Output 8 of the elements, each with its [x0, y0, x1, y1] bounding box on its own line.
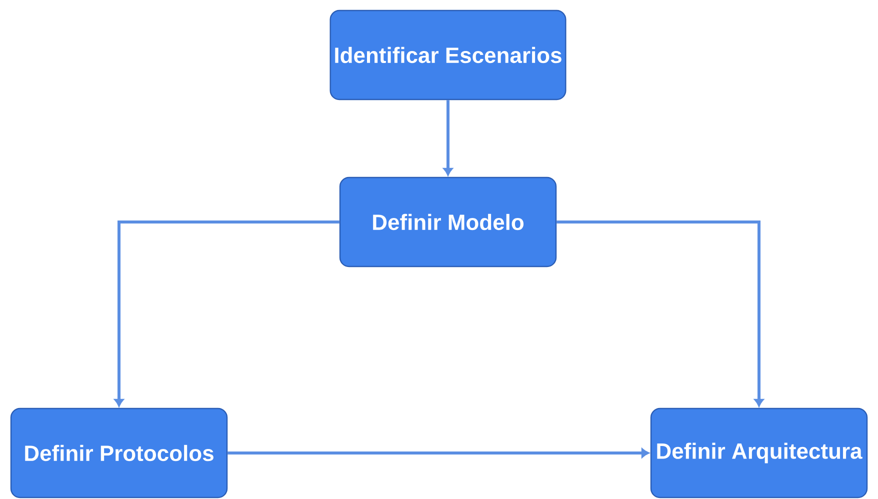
arrow [556, 220, 764, 407]
process-box: Definir Modelo [339, 176, 557, 268]
process-box: Definir Protocolos [10, 408, 228, 498]
arrow [443, 100, 453, 176]
process-box: Definir Arquitectura [650, 408, 868, 498]
process-box: Identificar Escenarios [330, 10, 566, 100]
arrow [228, 448, 650, 458]
arrow [114, 220, 340, 407]
